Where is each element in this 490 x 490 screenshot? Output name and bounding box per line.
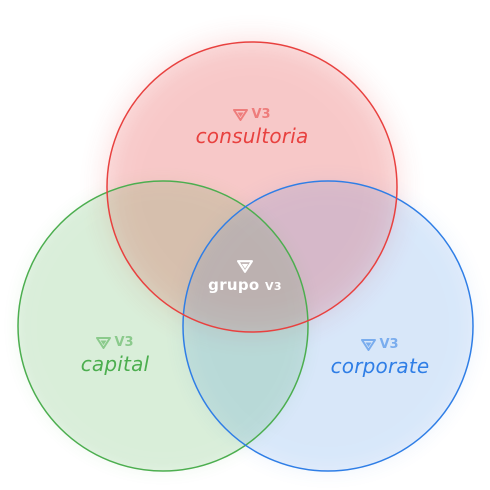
capital-circle xyxy=(17,180,309,472)
corporate-circle xyxy=(182,180,474,472)
capital-circle-fill xyxy=(18,181,308,471)
consultoria-circle xyxy=(106,41,398,333)
corporate-circle-fill xyxy=(183,181,473,471)
consultoria-circle-fill xyxy=(107,42,397,332)
capital-glow xyxy=(17,180,309,472)
